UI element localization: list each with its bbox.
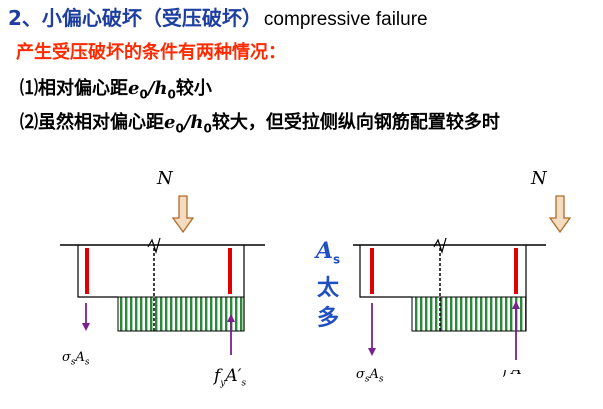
- left-axial-force-arrow: [171, 195, 195, 234]
- section-title-cn: 小偏心破坏（受压破坏）: [41, 6, 262, 30]
- right-section-diagram: [353, 195, 572, 360]
- left-tension-sigma-sub: s: [70, 357, 76, 368]
- section-number: 2、: [8, 6, 42, 30]
- condition-1-h-sub: 0: [167, 87, 176, 102]
- note-too: 太: [316, 276, 339, 302]
- right-tension-label: σsAs: [356, 367, 384, 385]
- left-tension-label: σsAs: [62, 350, 90, 368]
- condition-2-h-sub: 0: [203, 121, 212, 136]
- note-many: 多: [316, 306, 339, 332]
- left-force-label: N: [157, 168, 173, 189]
- right-axial-force-arrow: [548, 195, 572, 234]
- note-As: As: [312, 236, 344, 274]
- condition-1-suffix: 较小: [175, 78, 212, 99]
- note-A-sub: s: [332, 252, 341, 267]
- condition-1-e: e: [128, 78, 140, 99]
- section-title: 2、小偏心破坏（受压破坏）compressive failure: [8, 2, 428, 31]
- right-tension-A: A: [369, 367, 379, 382]
- condition-1-e-sub: 0: [139, 87, 148, 102]
- condition-1: ⑴相对偏心距e0/h0较小: [20, 74, 212, 102]
- left-compression-f-sub: y: [220, 378, 226, 389]
- right-tension-sigma: σ: [356, 367, 365, 382]
- condition-2-h: h: [190, 112, 204, 133]
- condition-2-slash: /: [183, 112, 191, 133]
- section-title-en: compressive failure: [263, 9, 428, 30]
- left-compression-stress-block: [117, 296, 245, 332]
- condition-1-prefix: ⑴相对偏心距: [20, 78, 128, 99]
- condition-2-suffix: 较大，但受拉侧纵向钢筋配置较多时: [211, 112, 500, 133]
- right-tension-A-sub: s: [378, 374, 384, 385]
- right-beam-section-outline: [359, 245, 412, 298]
- left-section-diagram: [60, 195, 265, 355]
- left-compression-label: fyA′s: [214, 366, 246, 388]
- left-compression-A-sub: s: [241, 378, 247, 389]
- condition-2: ⑵虽然相对偏心距e0/h0较大，但受拉侧纵向钢筋配置较多时: [20, 108, 500, 136]
- condition-1-slash: /: [147, 78, 155, 99]
- right-force-label: N: [531, 168, 547, 189]
- left-tension-A: A: [75, 350, 85, 365]
- left-beam-section-outline: [77, 245, 118, 298]
- left-compression-A: A′: [225, 366, 242, 386]
- left-tension-sigma: σ: [62, 350, 71, 365]
- left-break-mark: [147, 237, 161, 255]
- condition-2-e: e: [164, 112, 176, 133]
- condition-2-prefix: ⑵虽然相对偏心距: [20, 112, 164, 133]
- left-compression-f: f: [214, 366, 221, 386]
- right-break-mark: [433, 237, 447, 255]
- right-compression-stress-block: [411, 296, 527, 332]
- note-A: A: [315, 238, 333, 264]
- conditions-heading: 产生受压破坏的条件有两种情况：: [16, 42, 286, 63]
- right-tension-sigma-sub: s: [364, 374, 370, 385]
- reinforcement-excess-note: As 太 多: [312, 236, 344, 334]
- condition-2-e-sub: 0: [175, 121, 184, 136]
- condition-1-h: h: [154, 78, 168, 99]
- left-tension-A-sub: s: [84, 357, 90, 368]
- right-compression-label-partial: f′A′: [503, 362, 525, 378]
